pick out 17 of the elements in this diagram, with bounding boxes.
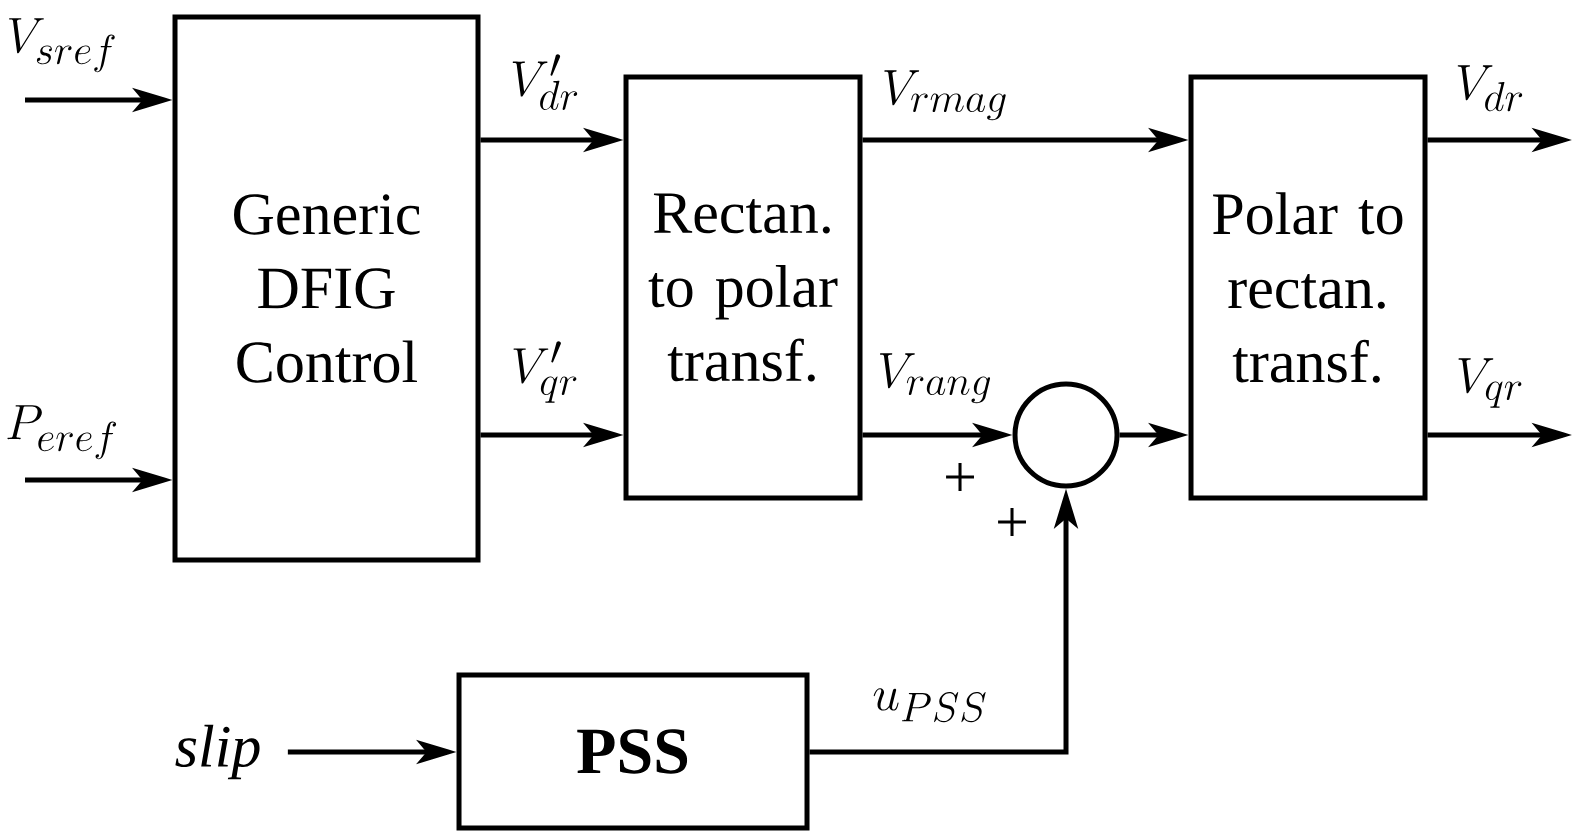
signal-label: $P_{eref}$ <box>3 403 121 461</box>
signal-label: $V'_{dr}$ <box>508 52 582 112</box>
block-box: Generic DFIG Control <box>172 14 481 563</box>
signal-label: $V_{sref}$ <box>4 16 120 74</box>
block-box: Rectan. to polar transf. <box>623 74 863 501</box>
sign-label: + <box>946 463 974 491</box>
input-label: slip <box>175 724 260 780</box>
signal-label: $V'_{qr}$ <box>508 339 582 405</box>
signal-label: $V_{rmag}$ <box>879 68 1011 122</box>
block-box: Polar to rectan. transf. <box>1188 74 1428 501</box>
signal-label: $V_{qr}$ <box>1453 356 1527 410</box>
sign-label: + <box>998 508 1026 536</box>
summing-junction <box>1012 381 1120 489</box>
pss-box: PSS <box>456 672 810 831</box>
signal-label: $V_{dr}$ <box>1453 63 1527 113</box>
signal-label: $u_{PSS}$ <box>870 686 990 724</box>
signal-label: $V_{rang}$ <box>875 351 995 405</box>
